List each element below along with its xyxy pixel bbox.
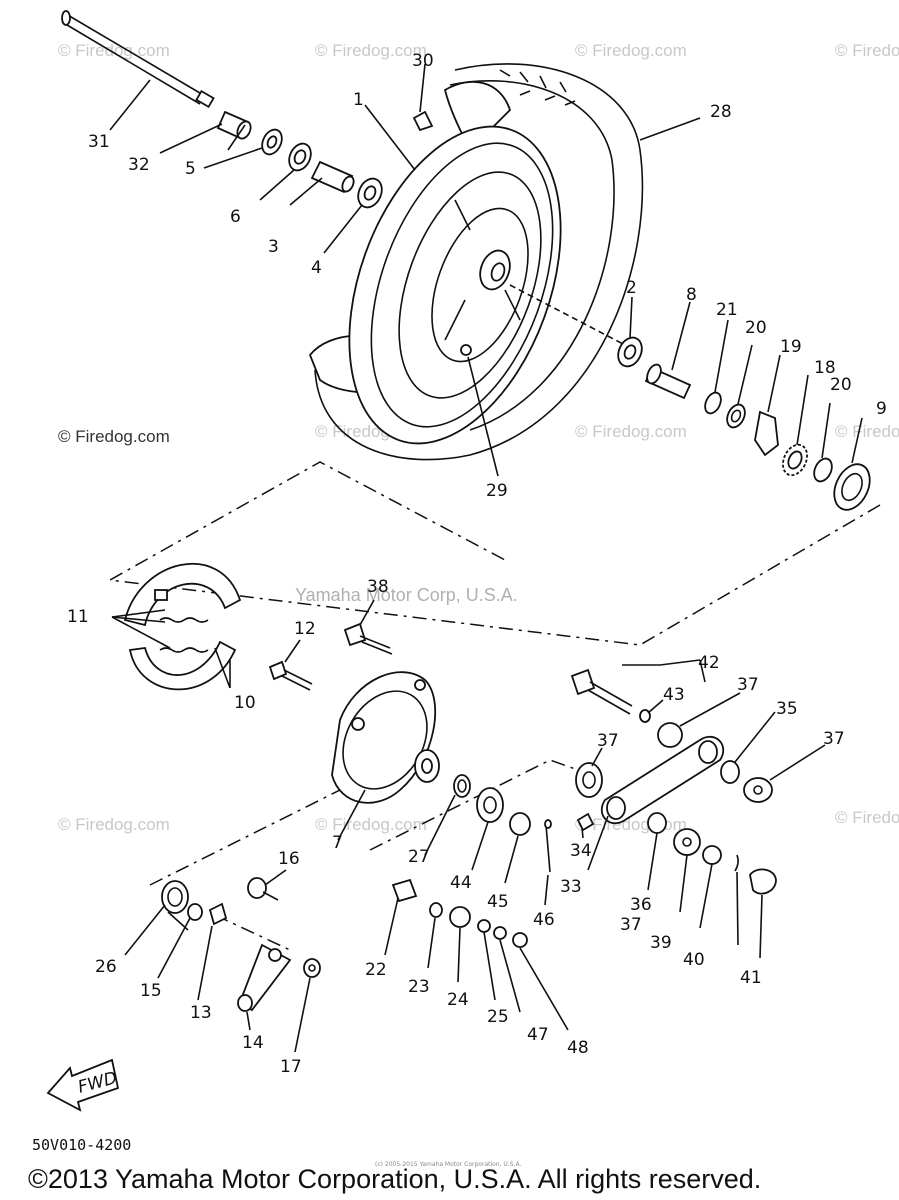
watermark: © Firedog.com: [58, 815, 170, 834]
callout-44: 44: [450, 873, 472, 893]
callout-19: 19: [780, 337, 802, 357]
watermark: © Firedog.com: [58, 427, 170, 446]
callout-35: 35: [776, 699, 798, 719]
callout-36: 36: [630, 895, 652, 915]
callout-48: 48: [567, 1038, 589, 1058]
watermark: © Firedog.com: [835, 422, 899, 441]
callout-13: 13: [190, 1003, 212, 1023]
callout-22: 22: [365, 960, 387, 980]
copyright-notice: ©2013 Yamaha Motor Corporation, U.S.A. A…: [28, 1164, 761, 1194]
callout-15: 15: [140, 981, 162, 1001]
callout-2: 2: [626, 278, 637, 298]
corp-watermark: Yamaha Motor Corp, U.S.A.: [295, 585, 518, 605]
callout-17: 17: [280, 1057, 302, 1077]
bottom-small-parts: [391, 878, 528, 948]
cam-lever-parts: [161, 877, 321, 1012]
callout-39: 39: [650, 933, 672, 953]
callout-6: 6: [230, 207, 241, 227]
right-side-parts: [509, 284, 871, 511]
brake-shoes: [123, 562, 242, 691]
callout-16: 16: [278, 849, 300, 869]
callout-30: 30: [412, 51, 434, 71]
callout-40: 40: [683, 950, 705, 970]
callout-10: 10: [234, 693, 256, 713]
small-notice: (c) 2005-2015 Yamaha Motor Corporation, …: [375, 1161, 521, 1168]
callout-37b: 37: [597, 731, 619, 751]
callout-38: 38: [367, 577, 389, 597]
center-small-parts: [453, 774, 552, 873]
torque-arm-assembly: [570, 668, 777, 895]
connector-lines: [107, 461, 881, 951]
callout-33: 33: [560, 877, 582, 897]
watermark: © Firedog.com: [315, 815, 427, 834]
callout-12: 12: [294, 619, 316, 639]
watermark: © Firedog.com: [835, 41, 899, 60]
callout-numbers: 1 2 3 4 5 6 7 8 9 10 11 12 13 14 15 16 1…: [67, 51, 887, 1077]
callout-43: 43: [663, 685, 685, 705]
callout-31: 31: [88, 132, 110, 152]
callout-18: 18: [814, 358, 836, 378]
watermark: © Firedog.com: [58, 41, 170, 60]
callout-41: 41: [740, 968, 762, 988]
axle-assembly: [61, 10, 383, 209]
callout-45: 45: [487, 892, 509, 912]
callout-26: 26: [95, 957, 117, 977]
callout-11: 11: [67, 607, 89, 627]
wheel-assembly: [308, 63, 644, 461]
callout-24: 24: [447, 990, 469, 1010]
callout-37c: 37: [823, 729, 845, 749]
callout-20b: 20: [830, 375, 852, 395]
watermark: © Firedog.com: [315, 41, 427, 60]
watermark: © Firedog.com: [835, 808, 899, 827]
callout-5: 5: [185, 159, 196, 179]
watermark: © Firedog.com: [575, 422, 687, 441]
leader-lines: [109, 63, 863, 1053]
brake-plate: [268, 622, 440, 804]
callout-23: 23: [408, 977, 430, 997]
callout-34: 34: [570, 841, 592, 861]
callout-20: 20: [745, 318, 767, 338]
callout-21: 21: [716, 300, 738, 320]
callout-42: 42: [698, 653, 720, 673]
callout-37a: 37: [737, 675, 759, 695]
callout-1: 1: [353, 90, 364, 110]
watermark: © Firedog.com: [575, 41, 687, 60]
callout-25: 25: [487, 1007, 509, 1027]
callout-37d: 37: [620, 915, 642, 935]
callout-3: 3: [268, 237, 279, 257]
fwd-arrow-icon: FWD: [46, 1058, 119, 1112]
callout-32: 32: [128, 155, 150, 175]
callout-9: 9: [876, 399, 887, 419]
callout-47: 47: [527, 1025, 549, 1045]
callout-29: 29: [486, 481, 508, 501]
callout-46: 46: [533, 910, 555, 930]
callout-14: 14: [242, 1033, 264, 1053]
callout-27: 27: [408, 847, 430, 867]
callout-28: 28: [710, 102, 732, 122]
callout-7: 7: [332, 833, 343, 853]
diagram-code: 50V010-4200: [32, 1136, 131, 1154]
callout-8: 8: [686, 285, 697, 305]
callout-4: 4: [311, 258, 322, 278]
